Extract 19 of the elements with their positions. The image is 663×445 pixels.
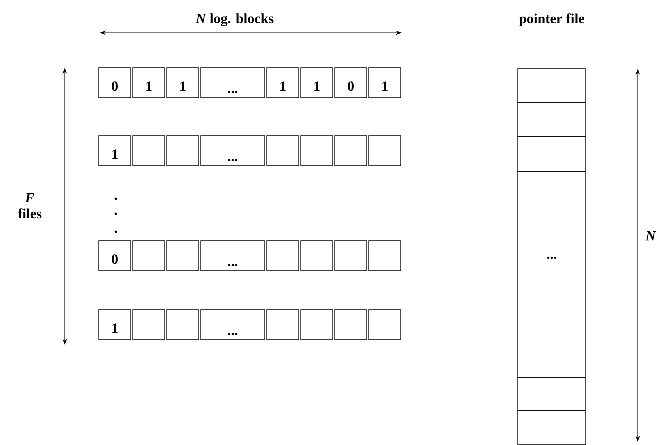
bit-cell: 1: [98, 136, 132, 166]
bit-cell: 1: [132, 68, 166, 98]
bit-cell: ...: [200, 68, 266, 98]
pointer-cell: ...: [518, 172, 586, 378]
axis-label: N log. blocks: [194, 12, 276, 28]
heading: pointer file: [519, 14, 584, 26]
axis-label: F files: [18, 193, 42, 219]
bit-cell: 1: [300, 68, 334, 98]
bit-cell: 1: [266, 68, 300, 98]
axis-label: N: [646, 231, 656, 241]
bit-cell: 0: [98, 68, 132, 98]
bit-cell: 1: [368, 68, 402, 98]
bit-cell: 0: [334, 68, 368, 98]
bit-cell: ...: [200, 240, 266, 272]
bit-cell: ...: [200, 136, 266, 166]
bit-cell: 1: [166, 68, 200, 98]
bit-cell: 0: [98, 240, 132, 272]
bit-cell: 1: [98, 310, 132, 340]
bit-cell: ...: [200, 310, 266, 340]
